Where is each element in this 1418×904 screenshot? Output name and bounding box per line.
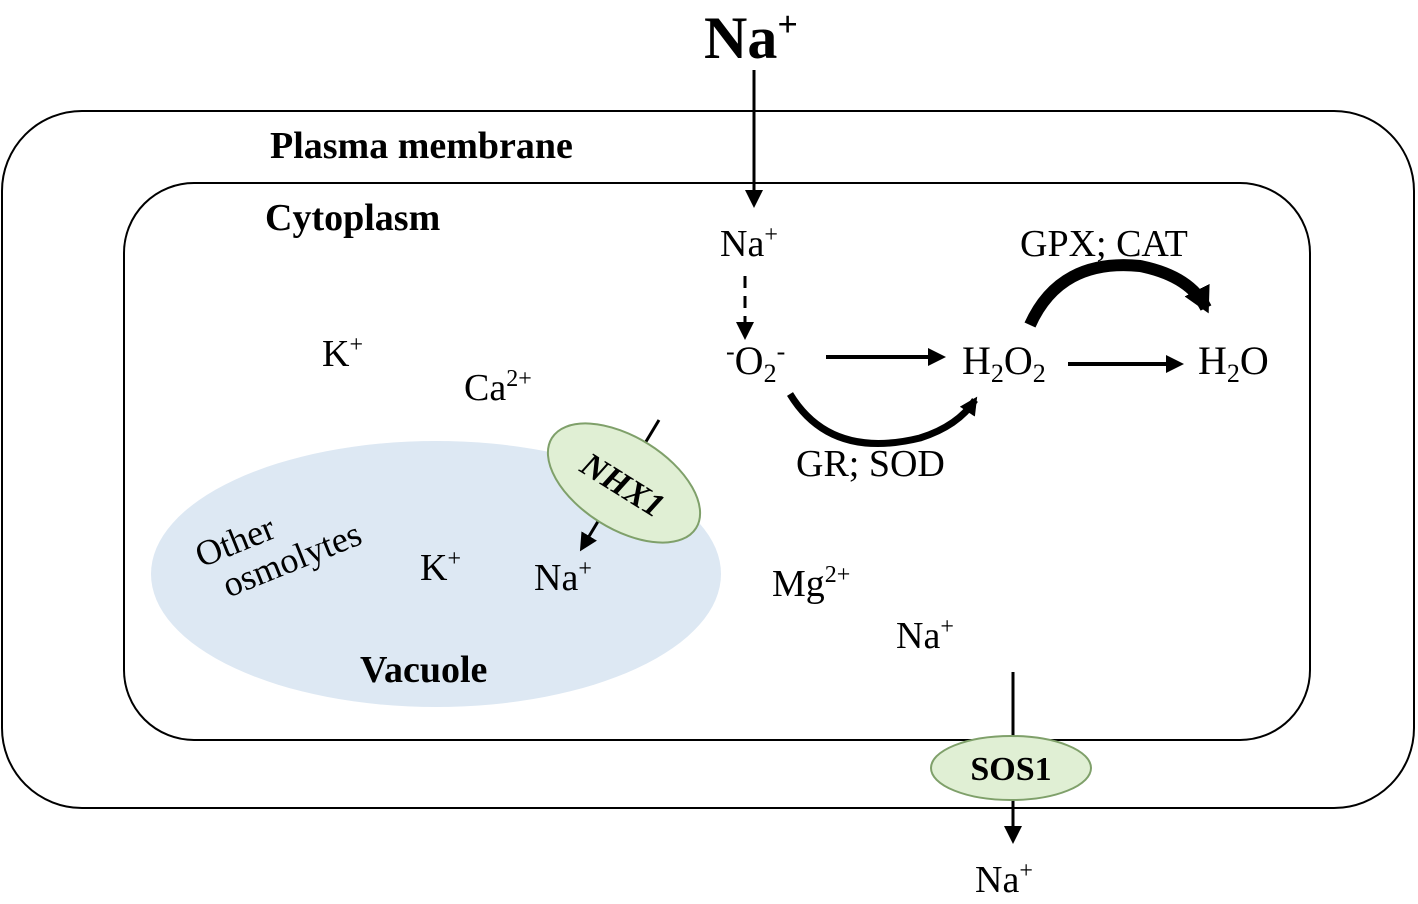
mg-cytoplasm: Mg2+ xyxy=(772,562,850,605)
gr-sod-curved-arrow xyxy=(787,392,978,447)
na-cytoplasm-top: Na+ xyxy=(720,222,778,265)
gpx-cat-curved-arrow xyxy=(1024,259,1212,328)
vacuole-label: Vacuole xyxy=(360,649,487,691)
gr-sod-label: GR; SOD xyxy=(796,443,945,485)
ca-cytoplasm: Ca2+ xyxy=(464,366,532,409)
plasma-membrane-label: Plasma membrane xyxy=(270,125,573,167)
na-outside-top: Na+ xyxy=(704,4,798,71)
gpx-cat-label: GPX; CAT xyxy=(1020,223,1188,265)
cytoplasm-boundary xyxy=(123,182,1311,741)
plasma-membrane-boundary xyxy=(1,110,1415,809)
k-cytoplasm: K+ xyxy=(322,332,363,375)
k-vacuole: K+ xyxy=(420,546,461,589)
na-outside-bottom: Na+ xyxy=(975,858,1033,901)
sos1-label: SOS1 xyxy=(970,751,1051,788)
sos1-transporter xyxy=(930,735,1092,801)
na-vacuole: Na+ xyxy=(534,556,592,599)
cytoplasm-label: Cytoplasm xyxy=(265,197,440,239)
na-cytoplasm-bottom: Na+ xyxy=(896,614,954,657)
h2o2-label: H2O2 xyxy=(962,338,1046,388)
nhx1-transporter xyxy=(546,422,702,544)
h2o-label: H2O xyxy=(1198,338,1269,388)
superoxide-label: -O2- xyxy=(726,337,785,388)
